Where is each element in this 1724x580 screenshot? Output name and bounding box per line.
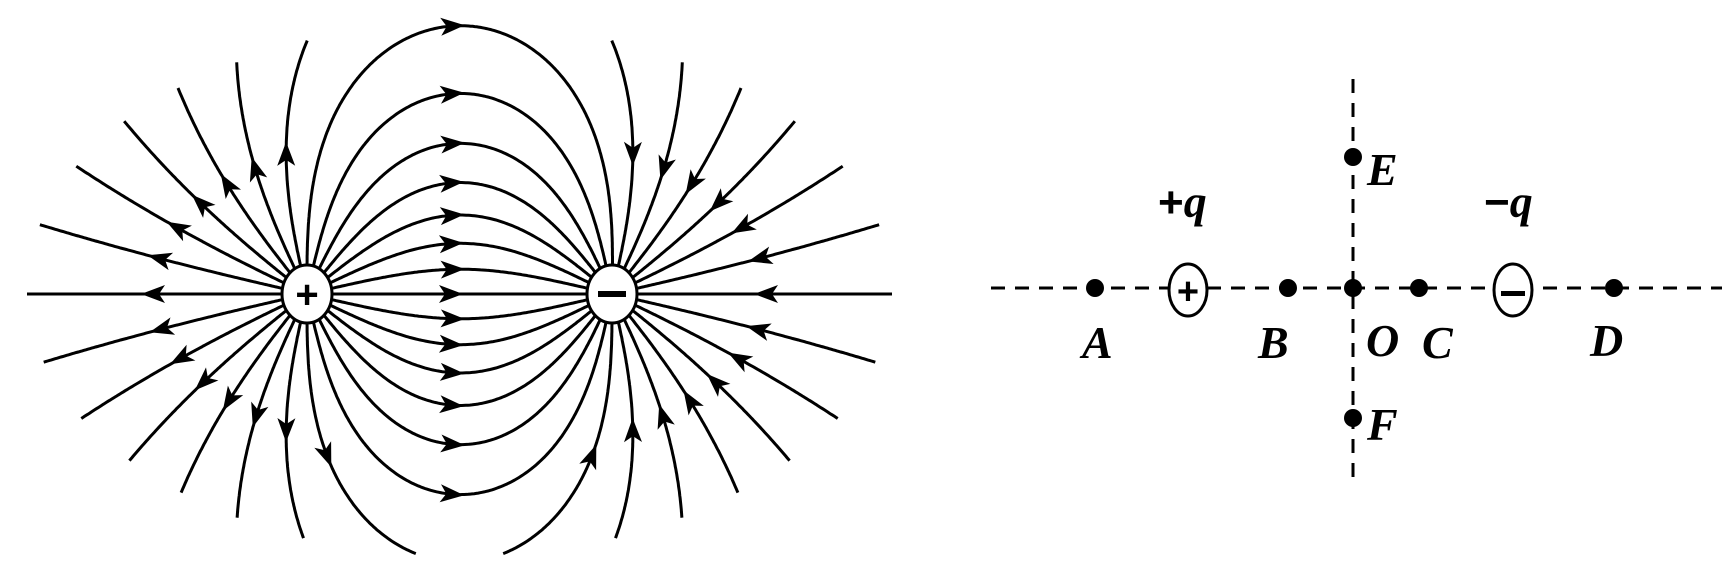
positive-charge: + [280,263,334,325]
field-arrow-icon [440,260,465,279]
point-a-label: A [1079,317,1113,368]
positive-sign: + [295,273,318,317]
field-line-incoming [627,87,743,275]
point-a-dot [1086,279,1104,297]
field-arrow-icon [754,285,778,303]
point-o-dot [1344,279,1362,297]
point-o-label: O [1366,315,1399,366]
point-e-dot [1344,148,1362,166]
field-arrow-icon [147,252,174,271]
point-b-label: B [1257,317,1289,368]
field-arrow-icon [440,135,465,154]
field-line-connecting [332,267,588,290]
negative-charge-label: −q [1484,176,1533,227]
point-c-dot [1410,279,1428,297]
field-line-connecting [332,298,588,321]
field-arrow-icon [440,17,465,36]
field-arrow-icon [194,367,219,391]
point-c-label: C [1422,317,1454,368]
field-line-connecting [329,303,589,347]
field-arrow-icon [439,85,465,104]
point-f-label: F [1366,399,1398,450]
point-f-dot [1344,409,1362,427]
field-line-outgoing [176,87,292,275]
points-diagram: + +q −q A B O C D E F [991,79,1722,483]
field-arrow-icon [220,173,241,199]
field-arrow-icon [222,385,244,411]
field-line-connecting [305,24,614,269]
field-arrow-icon [731,213,757,234]
positive-charge-label: +q [1158,176,1207,227]
field-arrow-icon [166,221,192,242]
field-arrow-icon [709,188,734,212]
field-arrow-icon [170,344,196,365]
field-arrow-icon [149,317,176,335]
field-arrow-icon [191,194,216,218]
field-arrow-icon [439,207,465,226]
field-arrow-icon [439,285,463,303]
field-arrow-icon [438,334,464,353]
field-arrow-icon [657,404,675,430]
field-line-incoming [627,313,740,494]
field-arrow-icon [748,246,774,264]
field-arrow-icon [624,418,642,443]
field-arrow-icon [440,309,465,328]
field-arrow-icon [314,441,332,467]
field-arrow-icon [685,169,706,195]
field-lines [27,17,892,555]
dipole-field-diagram: + [27,17,892,555]
field-arrow-icon [728,352,754,373]
negative-charge [585,263,639,325]
point-d-dot [1605,279,1623,297]
point-e-label: E [1366,144,1398,195]
field-arrow-icon [249,157,268,183]
positive-charge-sign: + [1177,271,1199,313]
negative-charge-sign [1501,291,1525,296]
positive-charge-circle [1167,262,1209,318]
field-arrow-icon [438,235,464,254]
field-line-outgoing [179,313,292,494]
field-arrow-icon [658,154,676,180]
field-arrow-icon [746,323,772,341]
point-d-label: D [1589,315,1623,366]
field-arrow-icon [439,395,464,414]
field-line-incoming [502,320,614,555]
field-arrow-icon [251,401,269,428]
point-b-dot [1279,279,1297,297]
field-arrow-icon [439,362,465,381]
field-arrow-icon [623,141,642,166]
field-arrow-icon [683,390,704,416]
field-arrow-icon [277,141,296,166]
negative-charge-circle [1492,262,1534,318]
field-arrow-icon [440,434,465,453]
negative-sign [598,291,626,297]
field-arrow-icon [706,373,731,397]
field-arrow-icon [579,444,597,471]
field-arrow-icon [277,418,296,443]
field-arrow-icon [141,285,165,303]
field-arrow-icon [439,174,464,193]
field-arrow-icon [439,484,465,503]
field-line-connecting [329,241,589,285]
